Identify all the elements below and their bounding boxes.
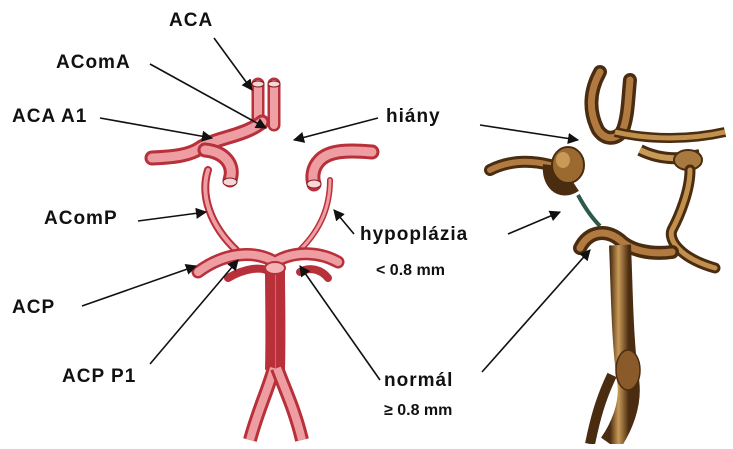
arrow-hiany-right [480,125,578,140]
label-acp-p1: ACP P1 [62,366,136,388]
label-hypoplazia: hypoplázia [360,224,468,246]
label-hiany: hiány [386,106,441,128]
arrow-normal-left [300,266,380,380]
arrow-aca [214,38,252,90]
label-normal-threshold: ≥ 0.8 mm [384,402,452,420]
annotation-arrows [82,38,590,380]
arrow-hypoplazia-left [334,210,354,234]
label-normal: normál [384,370,453,392]
label-aca: ACA [169,10,213,32]
arrow-acp [82,266,196,306]
label-acp: ACP [12,297,55,319]
arrow-acomp [138,212,206,221]
label-acomp: AComP [44,208,118,230]
label-aca-a1: ACA A1 [12,106,87,128]
angiogram-render [490,72,725,444]
label-acoma: AComA [56,52,131,74]
arrow-acoma [150,64,266,128]
label-hypoplazia-threshold: < 0.8 mm [376,262,445,280]
arrow-hypoplazia-right [508,212,560,234]
arrow-aca-a1 [100,118,212,138]
arrow-hiany-left [294,118,378,140]
schematic-vessels [152,81,372,440]
arrow-normal-right [482,250,590,372]
